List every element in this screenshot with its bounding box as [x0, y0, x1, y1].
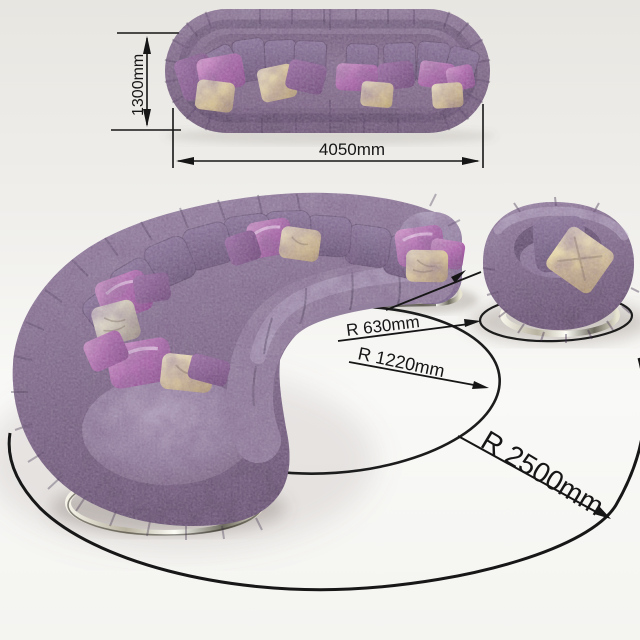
arrow-right — [462, 157, 480, 165]
floor-circle-2500 — [7, 357, 640, 592]
dimension-lines — [111, 32, 484, 168]
top-view-dimensions — [111, 32, 484, 168]
radius-630-arrow — [464, 319, 481, 327]
arrow-down — [143, 109, 151, 127]
radius-reference-arrow — [451, 270, 466, 283]
radius-reference-line — [385, 271, 482, 311]
radius-2500-leader — [457, 435, 599, 514]
arrow-up — [143, 36, 151, 54]
radius-2500-arrow — [594, 506, 611, 519]
radius-1220-leader — [348, 361, 475, 386]
arrow-left — [176, 157, 194, 165]
radius-1220-arrow — [472, 381, 489, 389]
radius-630-leader — [337, 323, 470, 342]
height-dimension-label: 1300mm — [130, 54, 147, 116]
dimension-arrows — [143, 36, 480, 165]
width-dimension-label: 4050mm — [319, 140, 385, 159]
